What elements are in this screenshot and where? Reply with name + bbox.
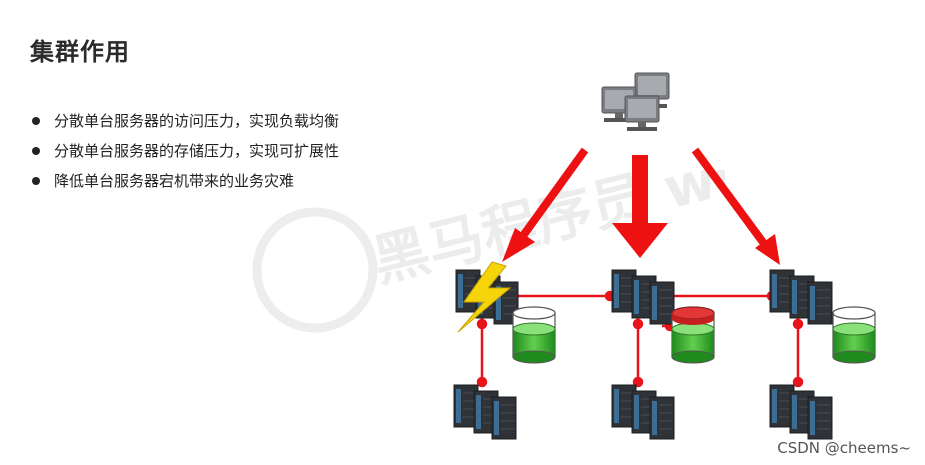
request-arrows <box>502 147 780 265</box>
database-icon <box>832 306 876 364</box>
database-icon <box>671 306 715 364</box>
cluster-diagram <box>430 72 876 465</box>
arrow-right <box>691 147 769 248</box>
bullet-list: 分散单台服务器的访问压力，实现负载均衡 分散单台服务器的存储压力，实现可扩展性 … <box>30 106 339 196</box>
arrow-left <box>516 147 589 243</box>
lightning-icon <box>457 261 512 333</box>
slide-title: 集群作用 <box>30 38 130 66</box>
server-icon <box>770 385 832 439</box>
bullet-item: 分散单台服务器的存储压力，实现可扩展性 <box>30 136 339 166</box>
server-icon <box>454 385 516 439</box>
database-icon <box>512 306 556 364</box>
server-icon <box>770 270 832 324</box>
bullet-item: 分散单台服务器的访问压力，实现负载均衡 <box>30 106 339 136</box>
server-icon <box>612 270 674 324</box>
bullet-item: 降低单台服务器宕机带来的业务灾难 <box>30 166 339 196</box>
source-credit: CSDN @cheems~ <box>777 439 911 457</box>
client-computers-icon <box>601 72 670 132</box>
arrow-center <box>632 155 648 225</box>
horse-logo-icon <box>252 207 378 333</box>
server-icon <box>612 385 674 439</box>
